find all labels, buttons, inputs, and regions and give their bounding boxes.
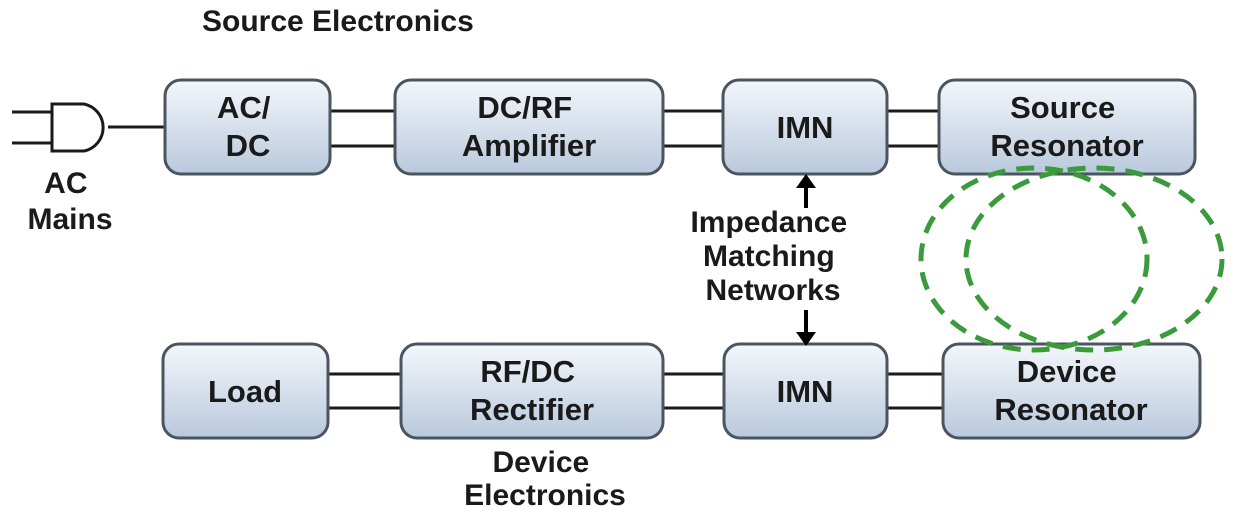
svg-text:Load: Load [208,374,282,409]
ac-mains-caption: AC Mains [27,167,112,236]
device-electronics-caption: Device Electronics [464,446,626,512]
svg-text:Source Resonator: Source Resonator [990,90,1143,163]
device-row-wires [328,372,943,410]
arrow-down-icon [796,310,816,346]
ac-dc-block: AC/ DC [163,78,332,176]
svg-text:AC/ DC: AC/ DC [217,90,279,163]
magnetic-coupling-field [918,165,1225,353]
power-plug-icon [12,102,164,153]
impedance-matching-networks-caption: Impedance Matching Networks [690,206,855,307]
load-block: Load [161,342,330,440]
source-resonator-block: Source Resonator [937,78,1197,176]
source-row-wires [330,109,939,148]
svg-text:IMN: IMN [777,374,834,409]
svg-text:DC/RF Amplifier: DC/RF Amplifier [462,90,596,163]
source-electronics-caption: Source Electronics [202,5,474,38]
svg-text:IMN: IMN [777,110,834,145]
dc-rf-amplifier-block: DC/RF Amplifier [393,78,665,176]
device-resonator-block: Device Resonator [941,342,1202,440]
device-imn-block: IMN [722,342,889,440]
svg-text:Device Resonator: Device Resonator [994,354,1147,427]
rf-dc-rectifier-block: RF/DC Rectifier [399,342,665,440]
arrow-up-icon [796,174,816,208]
source-imn-block: IMN [721,78,889,176]
svg-text:RF/DC Rectifier: RF/DC Rectifier [470,354,594,427]
